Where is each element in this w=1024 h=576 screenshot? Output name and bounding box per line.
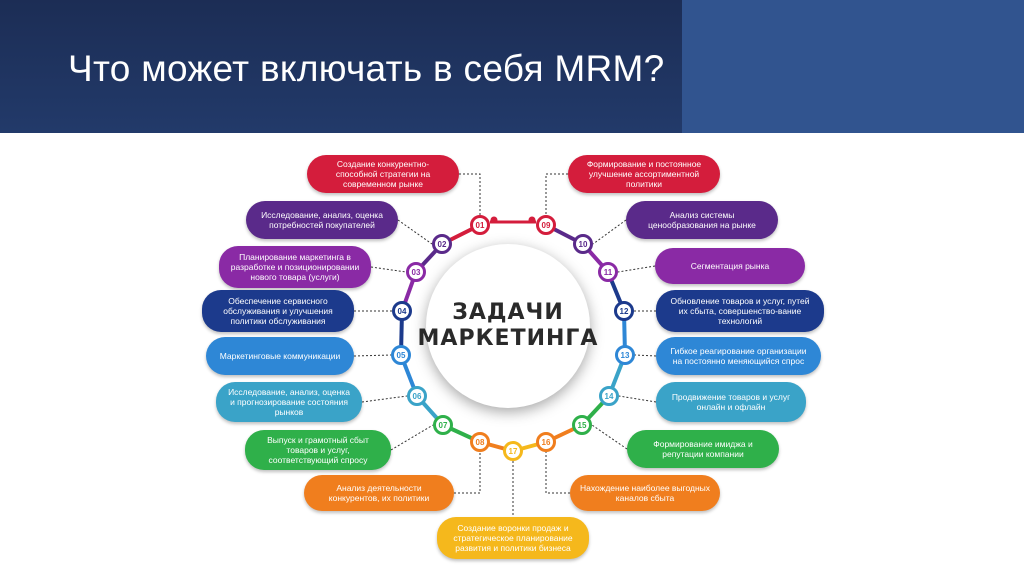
task-label-pill: Анализ системы ценообразования на рынке [626,201,778,239]
task-label-pill: Создание воронки продаж и стратегическое… [437,517,589,559]
task-number-node: 08 [470,432,490,452]
ring-dot [490,216,498,224]
task-label-pill: Выпуск и грамотный сбыт товаров и услуг,… [245,430,391,470]
center-title-line2: МАРКЕТИНГА [417,326,599,351]
connector-line [459,173,481,215]
task-number-node: 12 [614,301,634,321]
task-number-node: 10 [573,234,593,254]
task-number-node: 07 [433,415,453,435]
task-label-pill: Формирование и постоянное улучшение ассо… [568,155,720,193]
connector-line [545,452,570,494]
header-accent-panel [682,0,1024,133]
center-circle: ЗАДАЧИ МАРКЕТИНГА [418,244,597,408]
connector-line [361,395,408,403]
task-number-node: 01 [470,215,490,235]
connector-line [634,354,657,357]
task-number-node: 17 [503,441,523,461]
slide-header: Что может включать в себя MRM? [0,0,1024,133]
task-number-node: 03 [406,262,426,282]
task-label-pill: Обеспечение сервисного обслуживания и ул… [202,290,354,332]
task-label-pill: Создание конкурентно-способной стратегии… [307,155,459,193]
task-label-pill: Нахождение наиболее выгодных каналов сбы… [570,475,720,511]
task-number-node: 15 [572,415,592,435]
slide-title: Что может включать в себя MRM? [68,48,665,89]
task-number-node: 14 [599,386,619,406]
connector-line [617,265,656,273]
connector-line [397,219,433,245]
task-label-pill: Планирование маркетинга в разработке и п… [219,246,371,288]
task-label-pill: Анализ деятельности конкурентов, их поли… [304,475,454,511]
connector-line [545,173,568,215]
task-label-pill: Формирование имиджа и репутации компании [627,430,779,468]
task-number-node: 04 [392,301,412,321]
task-number-node: 16 [536,432,556,452]
connector-line [592,219,627,245]
task-label-pill: Гибкое реагирование организации на посто… [656,337,821,375]
task-number-node: 02 [432,234,452,254]
connector-line [370,266,407,273]
connector-line [353,354,392,357]
task-number-node: 09 [536,215,556,235]
ring-dot [528,216,536,224]
task-label-pill: Сегментация рынка [655,248,805,284]
task-label-pill: Маркетинговые коммуникации [206,337,354,375]
connector-line [618,395,657,403]
task-label-pill: Продвижение товаров и услуг онлайн и офл… [656,382,806,422]
task-number-node: 11 [598,262,618,282]
center-title-line1: ЗАДАЧИ [452,300,564,325]
task-label-pill: Обновление товаров и услуг, путей их сбы… [656,290,824,332]
task-label-pill: Исследование, анализ, оценка потребносте… [246,201,398,239]
task-number-node: 13 [615,345,635,365]
task-number-node: 05 [391,345,411,365]
connector-line [591,424,628,450]
connector-line [454,452,481,494]
task-label-pill: Исследование, анализ, оценка и прогнозир… [216,382,362,422]
connector-line [390,424,434,451]
task-number-node: 06 [407,386,427,406]
